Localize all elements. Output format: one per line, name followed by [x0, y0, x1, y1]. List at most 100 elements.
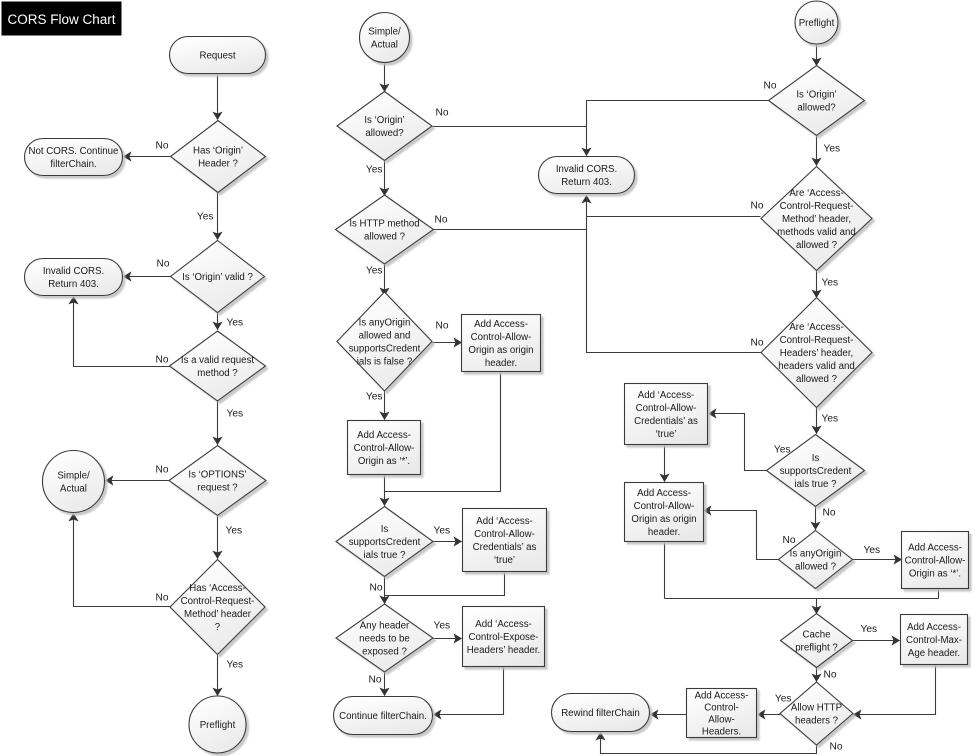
svg-text:Is: Is	[381, 524, 389, 535]
svg-text:Invalid CORS.: Invalid CORS.	[556, 164, 617, 175]
svg-text:No: No	[155, 355, 168, 366]
svg-text:Origin as origin: Origin as origin	[468, 345, 533, 356]
svg-text:Preflight: Preflight	[200, 720, 236, 731]
svg-text:Control-Expose-: Control-Expose-	[469, 632, 539, 643]
svg-text:Allow HTTP: Allow HTTP	[791, 702, 842, 713]
svg-text:Yes: Yes	[434, 526, 451, 537]
svg-text:allowed ?: allowed ?	[364, 231, 406, 242]
svg-text:No: No	[436, 321, 449, 332]
svg-text:No: No	[155, 465, 168, 476]
svg-text:filterChain.: filterChain.	[50, 159, 96, 170]
svg-text:No: No	[782, 535, 795, 546]
svg-text:Add Access-: Add Access-	[637, 488, 691, 499]
svg-text:request ?: request ?	[197, 482, 238, 493]
svg-text:Headers’ header,: Headers’ header,	[780, 348, 853, 359]
svg-text:‘true’: ‘true’	[494, 555, 515, 566]
svg-text:allowed ?: allowed ?	[796, 240, 838, 251]
svg-text:‘true’: ‘true’	[656, 429, 677, 440]
svg-text:No: No	[823, 508, 836, 519]
svg-text:Yes: Yes	[227, 409, 244, 420]
svg-text:No: No	[750, 338, 763, 349]
svg-text:Yes: Yes	[434, 621, 451, 632]
svg-text:Yes: Yes	[366, 165, 383, 176]
svg-text:No: No	[763, 81, 776, 92]
svg-text:Control-Allow-: Control-Allow-	[471, 332, 532, 343]
svg-text:Has ‘Access-: Has ‘Access-	[189, 583, 246, 594]
svg-text:Credentials’ as: Credentials’ as	[634, 416, 698, 427]
svg-text:Control-Allow-: Control-Allow-	[905, 555, 966, 566]
svg-text:Control-Request-: Control-Request-	[181, 596, 255, 607]
svg-text:Invalid CORS.: Invalid CORS.	[43, 266, 104, 277]
svg-text:Control-Max-: Control-Max-	[906, 635, 962, 646]
svg-text:Simple/: Simple/	[368, 26, 401, 37]
svg-text:Control-Request-: Control-Request-	[780, 201, 854, 212]
svg-text:No: No	[155, 593, 168, 604]
svg-text:supportsCredent: supportsCredent	[349, 343, 421, 354]
svg-text:ials true ?: ials true ?	[364, 550, 407, 561]
svg-text:Header ?: Header ?	[198, 158, 238, 169]
svg-text:ials true ?: ials true ?	[795, 479, 838, 490]
svg-text:Headers’ header.: Headers’ header.	[467, 645, 540, 656]
svg-text:Yes: Yes	[227, 660, 244, 671]
svg-text:No: No	[824, 670, 837, 681]
svg-text:header.: header.	[648, 527, 680, 538]
svg-text:Yes: Yes	[366, 266, 383, 277]
svg-text:No: No	[155, 141, 168, 152]
svg-text:Actual: Actual	[371, 39, 398, 50]
svg-text:exposed ?: exposed ?	[362, 646, 407, 657]
svg-text:Is ‘Origin’: Is ‘Origin’	[364, 115, 404, 126]
svg-text:Are ‘Access-: Are ‘Access-	[789, 322, 843, 333]
svg-text:Yes: Yes	[861, 624, 878, 635]
svg-text:Allow-: Allow-	[708, 714, 734, 725]
svg-text:headers valid and: headers valid and	[778, 361, 854, 372]
svg-text:Preflight: Preflight	[799, 18, 835, 29]
svg-text:Method’ header,: Method’ header,	[782, 214, 851, 225]
svg-text:ials is false ?: ials is false ?	[357, 356, 413, 367]
svg-text:Yes: Yes	[822, 414, 839, 425]
svg-text:Add ‘Access-: Add ‘Access-	[638, 390, 695, 401]
svg-text:No: No	[435, 215, 448, 226]
svg-text:Rewind filterChain: Rewind filterChain	[561, 708, 640, 719]
svg-text:Is anyOrigin: Is anyOrigin	[359, 317, 411, 328]
svg-text:Method’ header: Method’ header	[184, 609, 252, 620]
svg-text:header.: header.	[485, 358, 517, 369]
svg-text:Is anyOrigin: Is anyOrigin	[790, 548, 842, 559]
svg-text:Control-Allow-: Control-Allow-	[634, 501, 695, 512]
svg-text:Actual: Actual	[60, 483, 87, 494]
svg-text:Control-Allow-: Control-Allow-	[636, 403, 697, 414]
svg-text:Yes: Yes	[226, 526, 243, 537]
svg-text:Control-Allow-: Control-Allow-	[474, 529, 535, 540]
svg-text:?: ?	[215, 622, 221, 633]
svg-text:supportsCredent: supportsCredent	[349, 537, 421, 548]
svg-text:Control-Request-: Control-Request-	[780, 335, 854, 346]
svg-text:supportsCredent: supportsCredent	[780, 466, 852, 477]
svg-text:Origin as ‘*’.: Origin as ‘*’.	[909, 568, 961, 579]
svg-text:Any header: Any header	[360, 620, 410, 631]
svg-text:allowed?: allowed?	[365, 128, 404, 139]
svg-text:Yes: Yes	[864, 545, 881, 556]
svg-text:Add ‘Access-: Add ‘Access-	[475, 619, 532, 630]
svg-text:Origin as ‘*’.: Origin as ‘*’.	[358, 456, 410, 467]
svg-text:Yes: Yes	[824, 144, 841, 155]
svg-text:Is ‘OPTIONS’: Is ‘OPTIONS’	[188, 469, 246, 480]
svg-text:Return 403.: Return 403.	[561, 177, 612, 188]
svg-text:Yes: Yes	[774, 445, 791, 456]
svg-text:Add Access-: Add Access-	[474, 319, 528, 330]
svg-text:Continue filterChain.: Continue filterChain.	[339, 711, 427, 722]
svg-text:allowed?: allowed?	[797, 102, 836, 113]
svg-text:Is ‘Origin’ valid ?: Is ‘Origin’ valid ?	[182, 272, 253, 283]
svg-text:method ?: method ?	[197, 368, 238, 379]
svg-text:Is: Is	[812, 453, 820, 464]
svg-text:No: No	[830, 742, 843, 753]
svg-text:allowed ?: allowed ?	[796, 374, 838, 385]
svg-text:Add Access-: Add Access-	[695, 690, 749, 701]
svg-text:No: No	[436, 108, 449, 119]
svg-text:Control-: Control-	[704, 702, 738, 713]
svg-text:Has ‘Origin’: Has ‘Origin’	[193, 145, 243, 156]
svg-text:Yes: Yes	[227, 318, 244, 329]
svg-text:Is ‘Origin’: Is ‘Origin’	[796, 89, 836, 100]
svg-text:Age header.: Age header.	[908, 648, 960, 659]
svg-text:headers ?: headers ?	[795, 715, 839, 726]
svg-text:allowed and: allowed and	[359, 330, 411, 341]
svg-text:Yes: Yes	[366, 392, 383, 403]
